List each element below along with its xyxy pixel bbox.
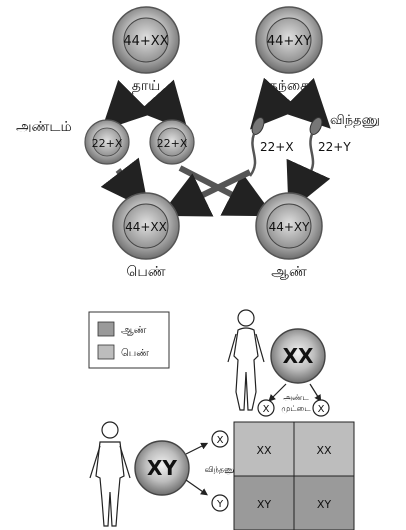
legend-female-swatch	[97, 344, 115, 360]
legend: ஆண் பெண்	[88, 311, 170, 369]
father-label: தந்தை	[269, 78, 309, 94]
female-cell: XX	[270, 328, 326, 384]
male-cell-chromosomes: XY	[147, 456, 177, 480]
egg-label: அண்டம்	[16, 119, 72, 135]
arrow-male-gamete-2	[185, 479, 208, 496]
sperm-gamete-2-text: Y	[216, 499, 224, 510]
male-child-label: ஆண்	[271, 264, 307, 280]
punnett-square: XX XX XY XY	[233, 421, 355, 530]
female-child-cell: 44+XX	[112, 192, 180, 260]
female-child-label: பெண்	[126, 264, 165, 280]
female-child-karyotype: 44+XX	[125, 220, 167, 234]
punnett-cell-2-text: XX	[316, 444, 332, 457]
female-gamete-label-2: முட்டை	[281, 404, 311, 414]
sperm-gamete-label: விந்தணு	[205, 465, 236, 475]
arrow-mother-egg-1	[101, 79, 153, 131]
punnett-cell-4	[293, 475, 355, 530]
male-child-cell: 44+XY	[255, 192, 323, 260]
arrow-egg-female	[100, 157, 149, 211]
arrow-father-sperm-2	[279, 77, 331, 129]
female-cell-chromosomes: XX	[283, 344, 314, 368]
sperm-gamete-1-text: X	[217, 435, 224, 446]
legend-female-label: பெண்	[121, 348, 149, 359]
punnett-cell-3	[233, 475, 295, 530]
legend-male-label: ஆண்	[121, 325, 147, 336]
arrow-female-gamete-2	[309, 383, 322, 403]
arrow-mother-egg-2	[138, 79, 189, 132]
mother-cell: 44+XX	[112, 6, 180, 74]
male-figure	[89, 421, 131, 527]
arrow-father-sperm-1	[250, 77, 300, 130]
father-karyotype: 44+XY	[267, 34, 311, 49]
sperm-gamete-1: X	[211, 430, 229, 448]
punnett-cell-4-text: XY	[317, 498, 332, 511]
sperm-gamete-2: Y	[211, 494, 229, 512]
male-cell: XY	[134, 440, 190, 496]
punnett-cell-1-text: XX	[256, 444, 272, 457]
egg-gamete-2-text: X	[318, 404, 325, 415]
father-cell: 44+XY	[255, 6, 323, 74]
egg-gamete-1-text: X	[263, 404, 270, 415]
sperm-2-text: 22+Y	[318, 140, 351, 154]
egg-gamete-2: X	[312, 399, 330, 417]
egg-gamete-1: X	[257, 399, 275, 417]
egg-cell-1: 22+X	[84, 119, 130, 165]
egg-cell-1-text: 22+X	[92, 137, 123, 150]
punnett-cell-3-text: XY	[257, 498, 272, 511]
sperm-1	[248, 117, 265, 177]
mother-label: தாய்	[132, 78, 160, 94]
arrow-sperm-female	[159, 169, 252, 217]
sperm-1-text: 22+X	[260, 140, 294, 154]
legend-male-swatch	[97, 321, 115, 337]
egg-cell-2: 22+X	[149, 119, 195, 165]
female-figure	[227, 309, 265, 411]
female-gamete-label-1: அண்ட	[283, 393, 309, 402]
arrow-male-gamete-1	[185, 442, 209, 455]
mother-karyotype: 44+XX	[123, 34, 168, 49]
male-child-karyotype: 44+XY	[269, 220, 311, 234]
sperm-2	[306, 117, 323, 177]
arrow-female-gamete-1	[268, 383, 287, 402]
sperm-label: விந்தணு	[330, 113, 380, 128]
egg-cell-2-text: 22+X	[157, 137, 188, 150]
arrow-sperm-male	[286, 158, 331, 213]
